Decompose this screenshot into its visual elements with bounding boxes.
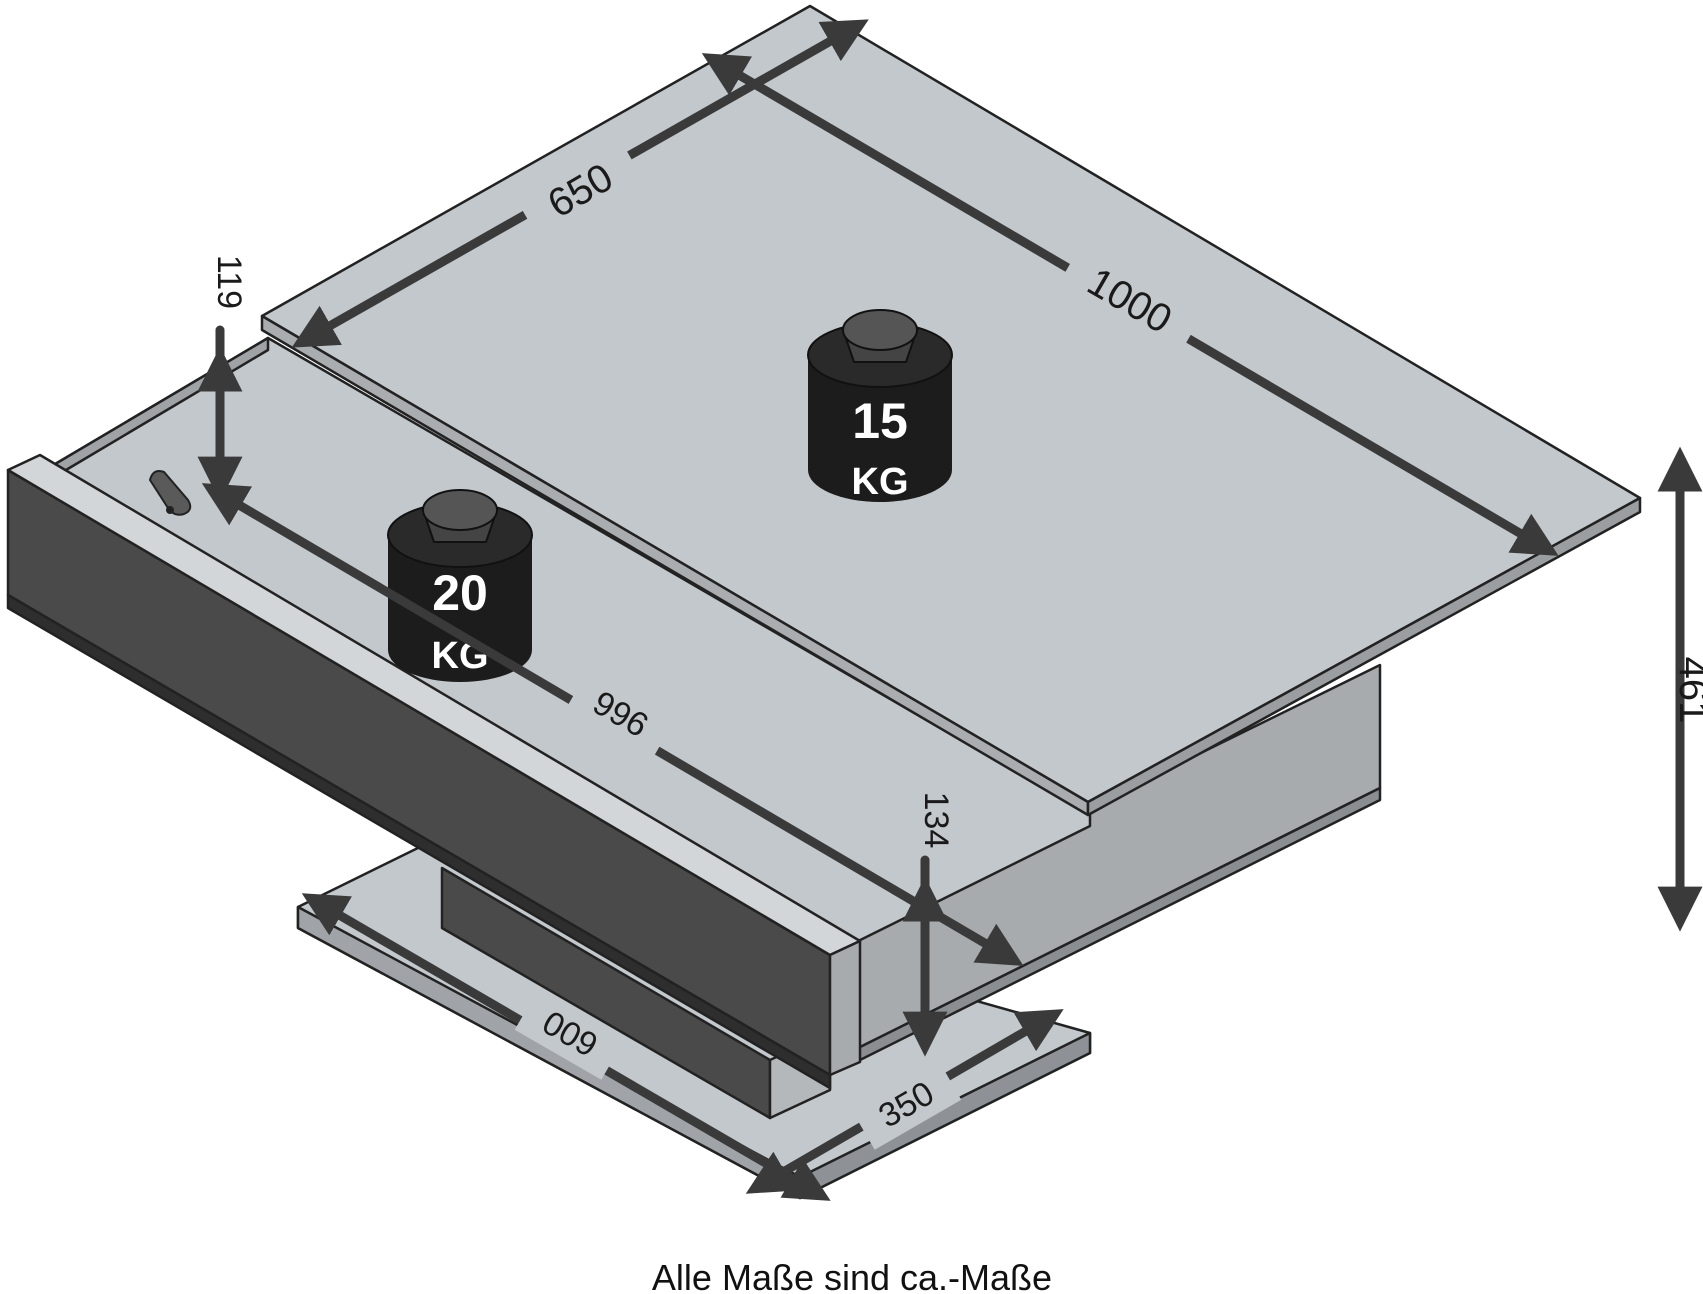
caption: Alle Maße sind ca.-Maße bbox=[652, 1257, 1052, 1294]
label-461: 461 bbox=[1671, 657, 1703, 724]
bracket-icon bbox=[148, 470, 192, 516]
label-119: 119 bbox=[210, 255, 248, 309]
weight-15-value: 15 bbox=[852, 393, 908, 449]
weight-15-unit: KG bbox=[852, 461, 909, 503]
weight-20-value: 20 bbox=[432, 565, 488, 621]
weight-15kg: 15 KG bbox=[807, 309, 953, 503]
weight-20kg: 20 KG bbox=[387, 489, 533, 682]
weight-20-unit: KG bbox=[432, 635, 489, 677]
label-134: 134 bbox=[917, 792, 955, 849]
